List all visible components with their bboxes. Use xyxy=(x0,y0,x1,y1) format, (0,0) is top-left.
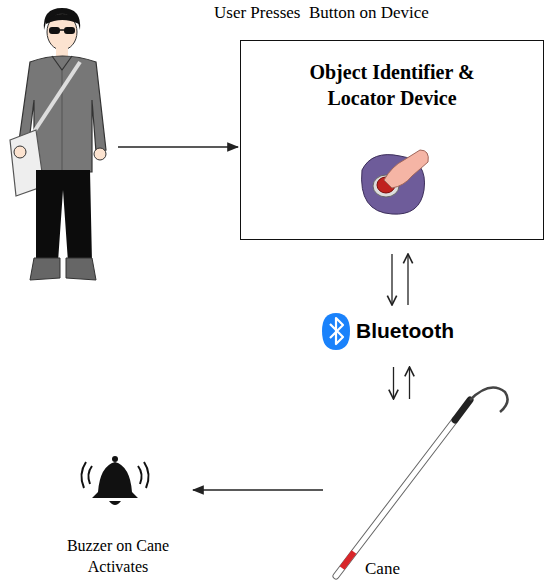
bluetooth-node: Bluetooth xyxy=(322,311,478,353)
push-button-icon xyxy=(362,150,429,214)
bluetooth-logo xyxy=(322,313,350,350)
connector-line xyxy=(409,367,410,399)
buzzer-node: Buzzer on Cane Activates xyxy=(45,445,191,580)
pointer-arrow xyxy=(118,146,238,148)
cane-node: Cane xyxy=(325,405,525,581)
white-cane xyxy=(336,388,508,577)
person-figure xyxy=(10,8,106,280)
buzzer-label: Buzzer on Cane Activates xyxy=(45,536,191,578)
connector-line xyxy=(393,367,394,399)
connector-arrow xyxy=(193,490,323,491)
connector-line xyxy=(193,489,323,491)
diagram-title: User Presses Button on Device xyxy=(214,3,429,23)
device-box: Object Identifier & Locator Device xyxy=(240,40,544,240)
cane-label: Cane xyxy=(365,559,400,579)
buzzer-bell-icon xyxy=(81,456,148,505)
connector-arrow xyxy=(394,367,410,399)
connector-arrow xyxy=(392,254,408,305)
device-label: Object Identifier & Locator Device xyxy=(307,59,477,111)
bluetooth-label: Bluetooth xyxy=(356,311,478,351)
connector-line xyxy=(391,254,392,305)
connector-line xyxy=(407,254,408,305)
